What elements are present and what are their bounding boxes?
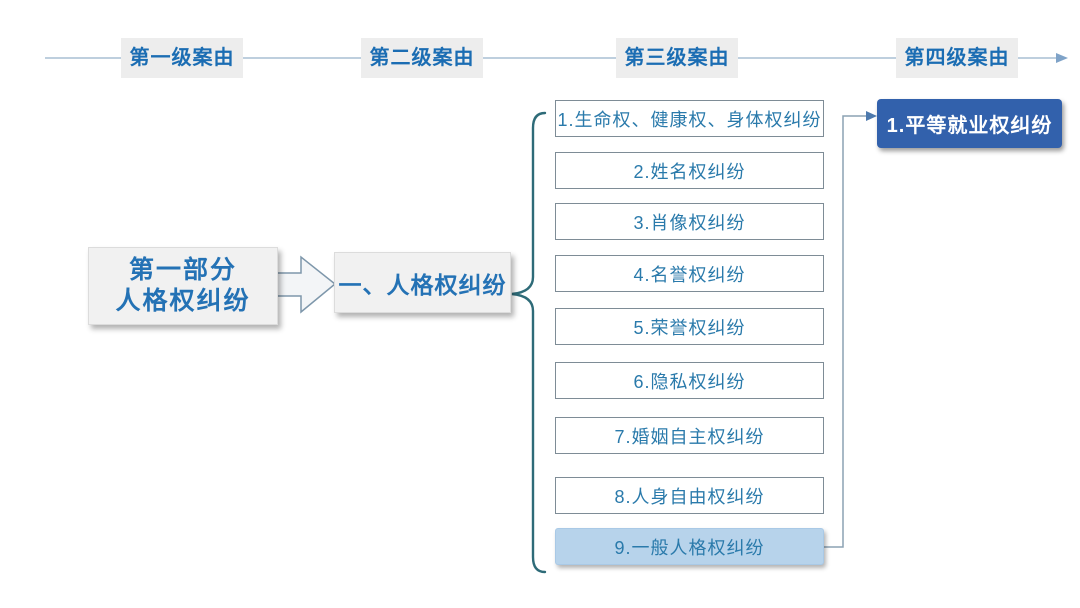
level3-node-4: 4.名誉权纠纷 (555, 255, 824, 292)
header-level4: 第四级案由 (896, 38, 1018, 78)
header-level2: 第二级案由 (361, 38, 483, 78)
level3-node-2: 2.姓名权纠纷 (555, 152, 824, 189)
header-level3: 第三级案由 (616, 38, 738, 78)
node-part1: 第一部分 人格权纠纷 (88, 247, 278, 325)
node-level4: 1.平等就业权纠纷 (877, 99, 1062, 148)
node-part1-line2: 人格权纠纷 (115, 287, 251, 315)
level3-node-7: 7.婚姻自主权纠纷 (555, 417, 824, 454)
top-axis-arrowhead-icon (1056, 53, 1068, 63)
block-right-arrow-icon (276, 255, 337, 314)
level3-node-3: 3.肖像权纠纷 (555, 203, 824, 240)
connector-arrowhead-icon (866, 111, 877, 121)
level3-node-9-highlighted: 9.一般人格权纠纷 (555, 528, 824, 565)
node-part1-line1: 第一部分 (128, 255, 237, 284)
level3-node-8: 8.人身自由权纠纷 (555, 477, 824, 514)
header-level1: 第一级案由 (121, 38, 243, 78)
level3-node-6: 6.隐私权纠纷 (555, 362, 824, 399)
brace-icon (511, 111, 547, 574)
node-level2: 一、人格权纠纷 (334, 252, 511, 313)
level3-node-1: 1.生命权、健康权、身体权纠纷 (555, 100, 824, 137)
level3-node-5: 5.荣誉权纠纷 (555, 308, 824, 345)
level3-to-level4-connector (824, 115, 866, 548)
